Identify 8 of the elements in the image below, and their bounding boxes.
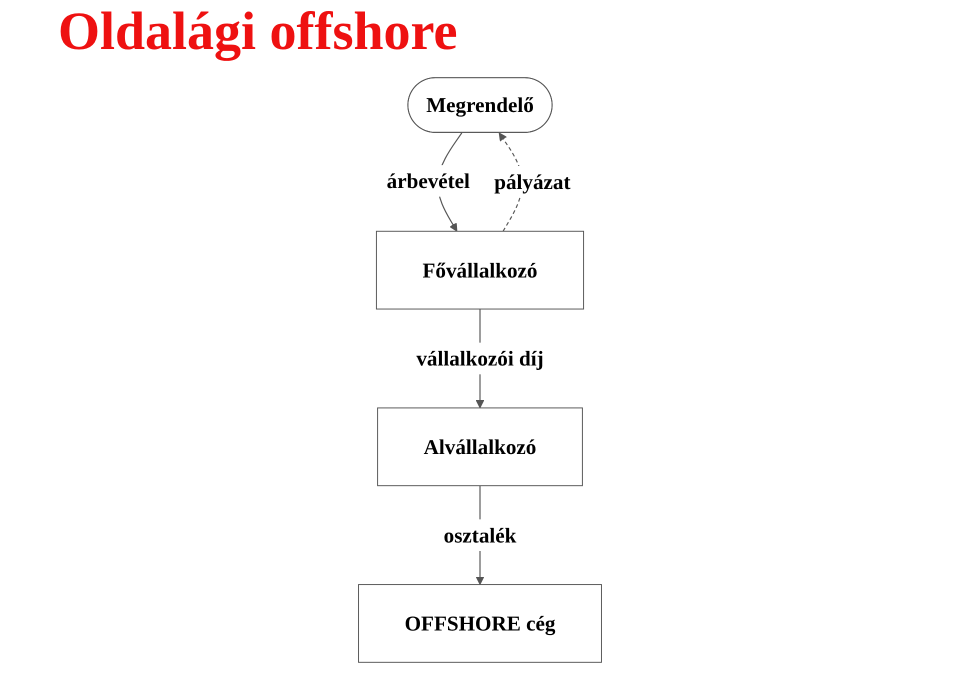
node-box: Fővállalkozó	[376, 230, 584, 310]
edge-label: osztalék	[444, 523, 516, 548]
edge-label: pályázat	[494, 170, 571, 194]
node-box: OFFSHORE cég	[358, 584, 602, 663]
node-box: Alvállalkozó	[377, 407, 583, 486]
edge-label: árbevétel	[386, 168, 470, 193]
title: Oldalági offshore	[58, 0, 458, 62]
edge-label: vállalkozói díj	[416, 346, 544, 370]
